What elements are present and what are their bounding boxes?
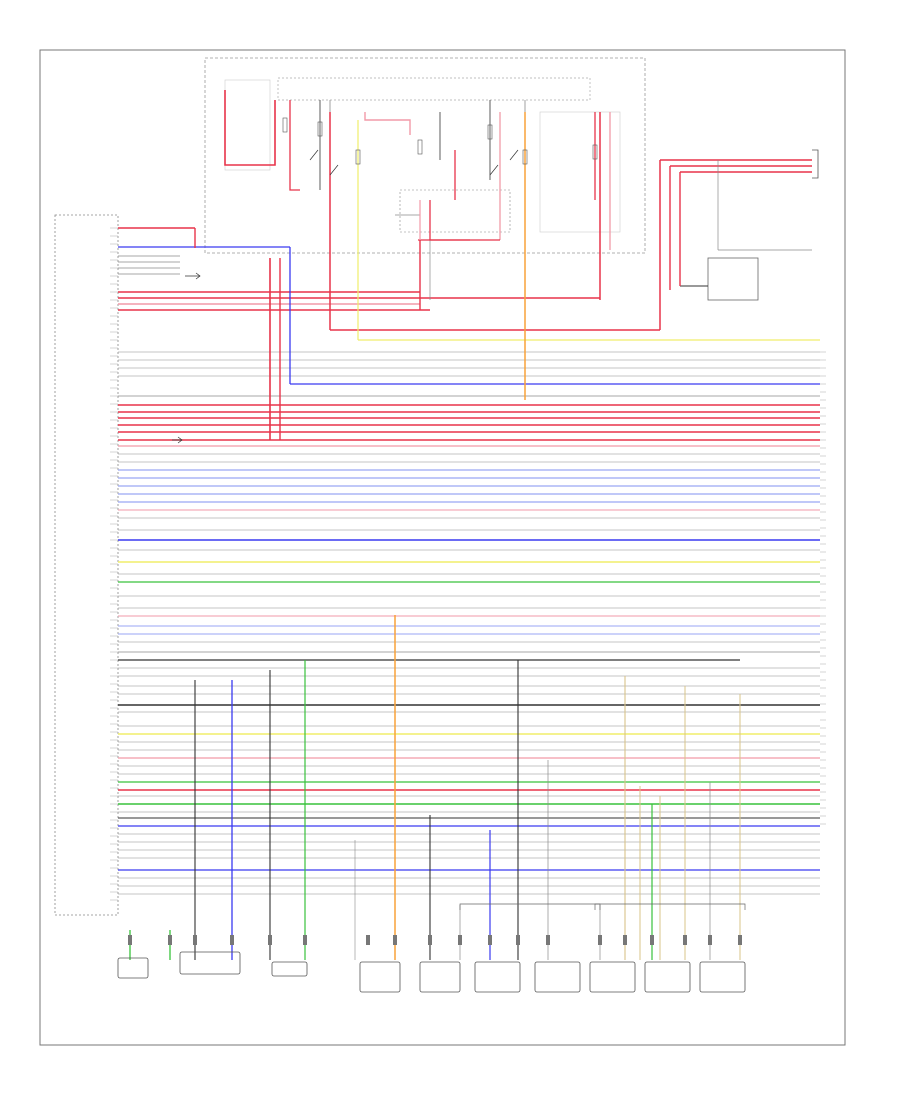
fuse-icon <box>282 117 288 133</box>
connector-plug <box>168 935 172 945</box>
switch-icon <box>509 149 519 161</box>
arrow-icon <box>185 272 201 280</box>
arrow-icon <box>172 436 183 444</box>
wire <box>224 90 276 166</box>
component-box <box>474 961 521 993</box>
wire <box>364 112 411 135</box>
component-box <box>644 961 691 993</box>
fuse-icon <box>417 139 423 155</box>
wire <box>289 100 300 191</box>
connector-plug <box>708 935 712 945</box>
connector-bracket <box>812 149 819 179</box>
connector-plug <box>428 935 432 945</box>
connector-pins <box>110 227 826 901</box>
fuse-icon <box>317 121 323 137</box>
connector-plug <box>128 935 132 945</box>
connector-plug <box>488 935 492 945</box>
connector-plug <box>303 935 307 945</box>
fuse-bus <box>277 77 591 101</box>
connector-plug <box>598 935 602 945</box>
bracket <box>594 903 746 910</box>
ecm-connector-box <box>54 214 119 916</box>
component-box <box>534 961 581 993</box>
relay-right <box>539 111 621 233</box>
wire <box>429 200 500 241</box>
vertical-wires <box>129 112 741 960</box>
right-module-box <box>707 257 759 301</box>
connector-plug <box>193 935 197 945</box>
connector-plug <box>268 935 272 945</box>
component-box <box>359 961 401 993</box>
connector-plug <box>650 935 654 945</box>
component-box <box>179 951 241 975</box>
bottom-components <box>117 903 746 993</box>
fuse-icon <box>355 149 361 165</box>
switch-icon <box>309 149 319 161</box>
connector-plug <box>458 935 462 945</box>
component-box <box>699 961 746 993</box>
outer-frame <box>39 49 846 1046</box>
top-box-wires <box>224 90 611 250</box>
connector-plug <box>516 935 520 945</box>
component-box <box>589 961 636 993</box>
switch-icon <box>489 164 499 176</box>
horizontal-wires <box>118 159 820 895</box>
fuse-relay-box <box>204 57 646 254</box>
component-box <box>271 961 308 977</box>
connector-plug <box>683 935 687 945</box>
component-box <box>117 957 149 979</box>
connector-plug <box>230 935 234 945</box>
connector-plug <box>623 935 627 945</box>
connector-plug <box>738 935 742 945</box>
relay-left <box>224 79 271 171</box>
bracket <box>459 903 601 910</box>
component-box <box>419 961 461 993</box>
fuse-icon <box>522 149 528 165</box>
connector-plug <box>366 935 370 945</box>
switch-icon <box>329 164 339 176</box>
connector-plug <box>546 935 550 945</box>
connector-plug <box>393 935 397 945</box>
fuse-icon <box>592 144 598 160</box>
fuse-icon <box>487 124 493 140</box>
